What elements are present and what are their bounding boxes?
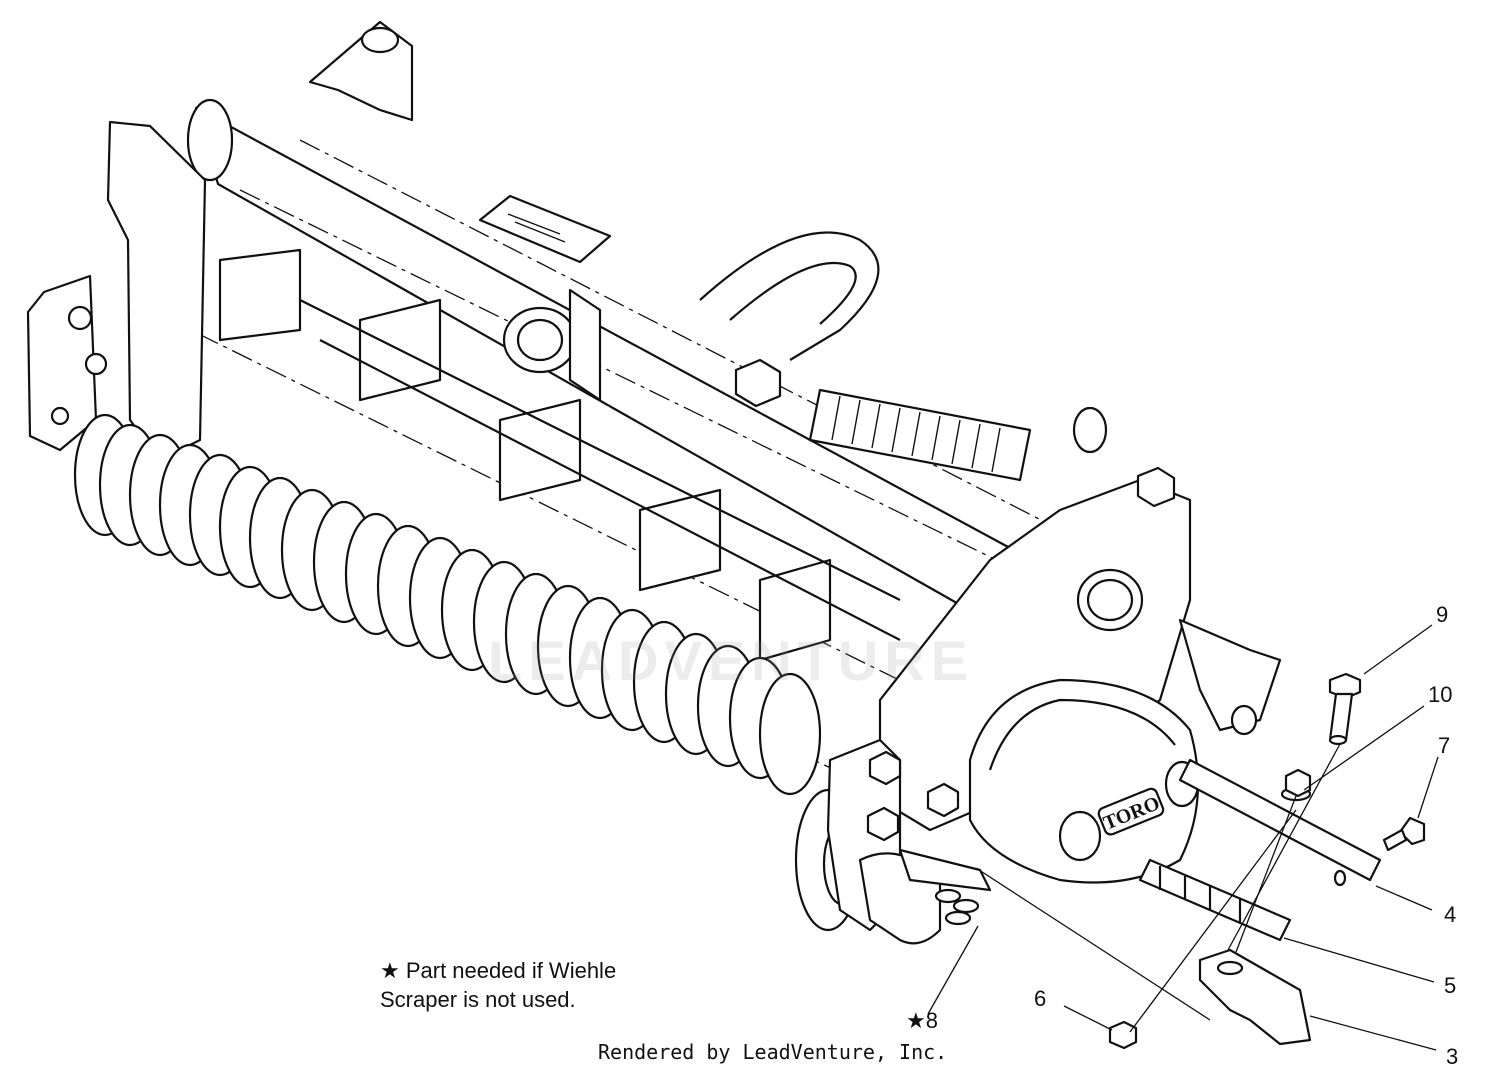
u-handle xyxy=(699,231,880,361)
serial-label xyxy=(478,194,612,264)
center-pivot xyxy=(502,288,602,402)
right-side-plate xyxy=(878,466,1192,832)
callout-5: 5 xyxy=(1444,973,1456,998)
reel-blades xyxy=(218,248,901,662)
watermark: LEADVENTURE xyxy=(488,629,975,692)
part-6-nut xyxy=(1108,1020,1138,1050)
part-5-bedknife xyxy=(1138,858,1292,942)
part-9-bolt xyxy=(1328,672,1362,746)
callout-leaders xyxy=(927,624,1439,1051)
footnote-line-2: Scraper is not used. xyxy=(380,987,576,1012)
adjuster-spring xyxy=(734,358,1108,482)
render-credit: Rendered by LeadVenture, Inc. xyxy=(598,1040,948,1064)
footnote: ★ Part needed if Wiehle Scraper is not u… xyxy=(380,956,616,1014)
part-7-carriage-bolt xyxy=(1382,816,1426,852)
part-10-flange-nut xyxy=(1280,768,1312,802)
callout-8: ★8 xyxy=(906,1008,938,1033)
callout-6: 6 xyxy=(1034,986,1046,1011)
left-side-plate xyxy=(26,120,207,462)
callout-3: 3 xyxy=(1446,1044,1458,1069)
part-4-bedknife-bar xyxy=(1178,758,1382,887)
part-8-washers xyxy=(934,888,980,926)
footnote-line-1: ★ Part needed if Wiehle xyxy=(380,958,617,983)
gearbox-cover: TORO xyxy=(968,678,1200,884)
callout-10: 10 xyxy=(1428,682,1452,707)
callout-7: 7 xyxy=(1438,733,1450,758)
frame-tube xyxy=(186,98,1024,642)
callout-9: 9 xyxy=(1436,602,1448,627)
right-mount-arm xyxy=(1178,618,1282,736)
callout-4: 4 xyxy=(1444,902,1456,927)
top-adjuster-bracket xyxy=(308,20,414,122)
part-3-bedbar-shoe xyxy=(1198,948,1312,1046)
scraper-bracket xyxy=(858,848,992,945)
